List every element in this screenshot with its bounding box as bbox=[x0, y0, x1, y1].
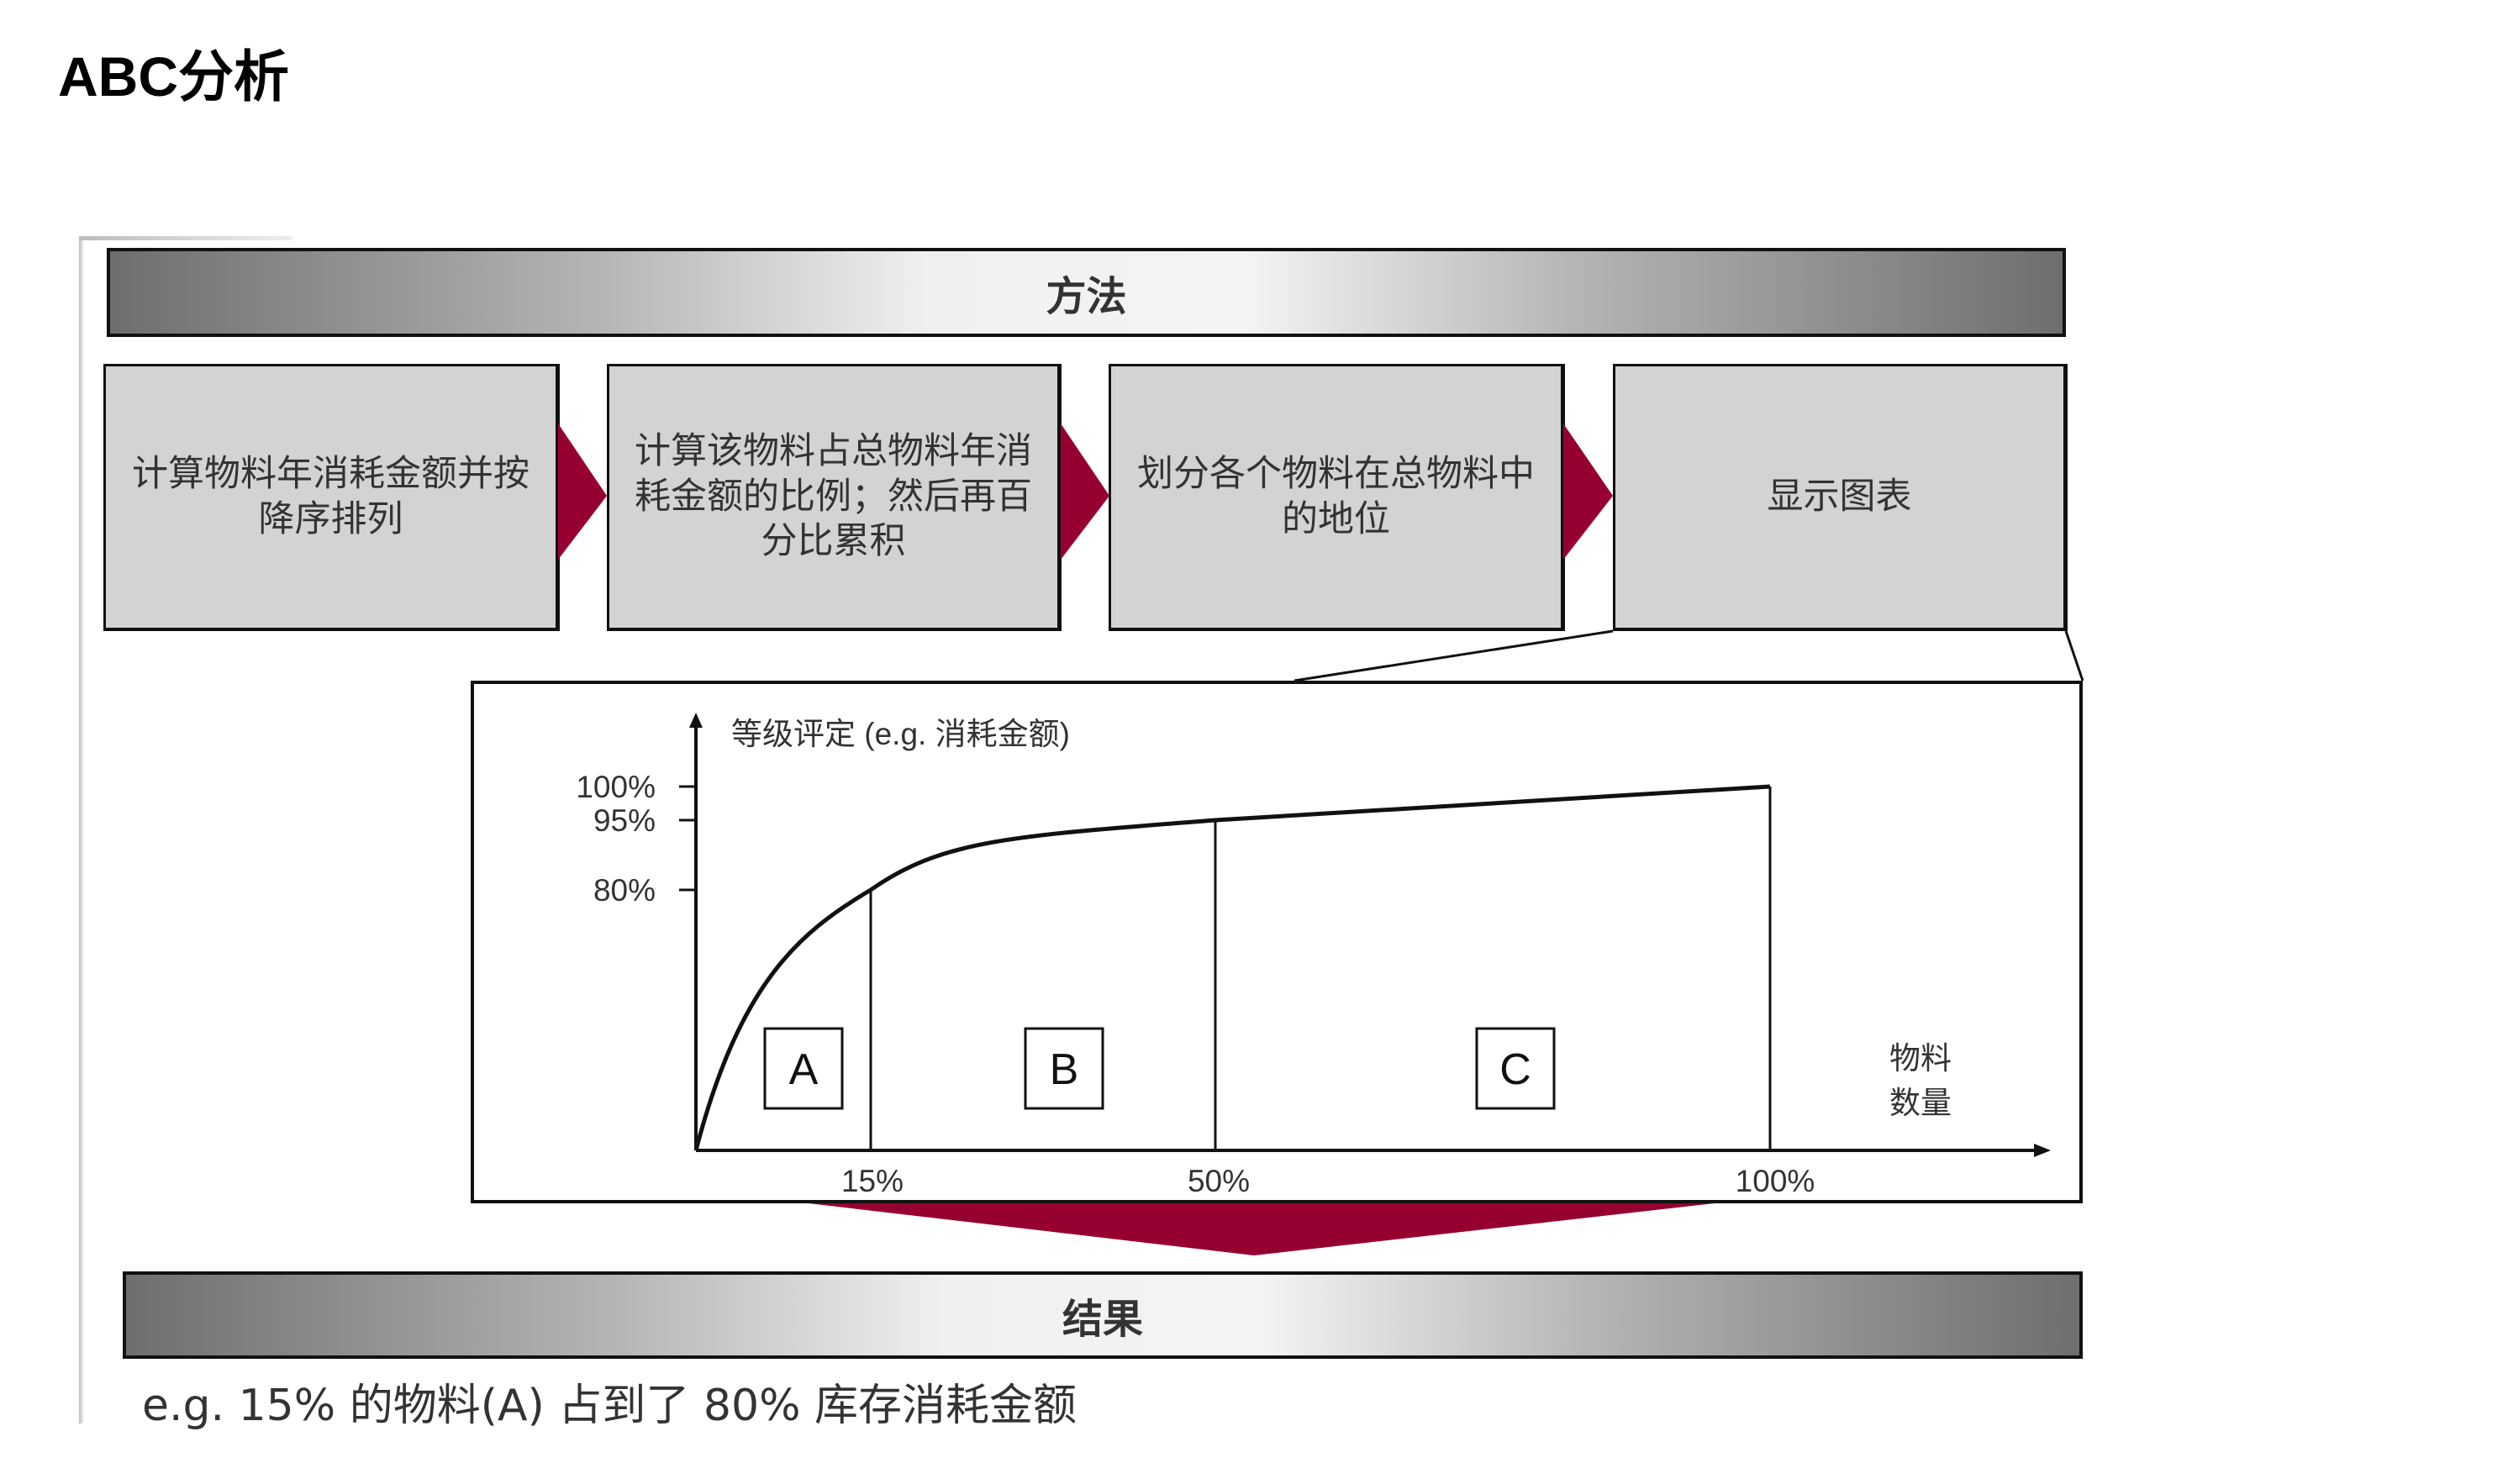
x-axis-arrow-icon bbox=[2034, 1144, 2051, 1157]
chart-panel bbox=[471, 681, 2083, 1203]
step-arrow-icon bbox=[1563, 424, 1613, 560]
step-label: 划分各个物料在总物料中的地位 bbox=[1137, 452, 1535, 540]
y-tick-label: 100% bbox=[576, 770, 656, 804]
x-axis-title-line2: 数量 bbox=[1889, 1086, 1952, 1120]
step-label: 计算物料年消耗金额并按降序排列 bbox=[132, 452, 530, 540]
step-arrow-icon bbox=[1061, 424, 1109, 560]
x-axis-title-line1: 物料 bbox=[1889, 1041, 1952, 1076]
class-box bbox=[1475, 1027, 1556, 1110]
step-box: 划分各个物料在总物料中的地位 bbox=[1109, 364, 1565, 631]
result-header-bar: 结果 bbox=[123, 1271, 2083, 1359]
step-label: 计算该物料占总物料年消耗金额的比例；然后再百分比累积 bbox=[635, 429, 1032, 563]
step-label: 显示图表 bbox=[1767, 475, 1912, 518]
class-box bbox=[763, 1027, 844, 1110]
cumulative-curve bbox=[693, 784, 1771, 1151]
frame-divider-top bbox=[79, 236, 292, 240]
zoom-connector bbox=[2064, 630, 2084, 681]
x-tick-label: 15% bbox=[841, 1164, 904, 1198]
class-label: A bbox=[789, 1045, 819, 1094]
step-box: 计算物料年消耗金额并按降序排列 bbox=[103, 364, 560, 631]
page-title: ABC分析 bbox=[58, 45, 289, 108]
x-tick-label: 50% bbox=[1188, 1164, 1250, 1198]
method-header-bar: 方法 bbox=[107, 248, 2066, 337]
y-tick-label: 80% bbox=[593, 873, 656, 908]
y-axis-title: 等级评定 (e.g. 消耗金额) bbox=[731, 717, 1070, 751]
step-arrow-icon bbox=[558, 424, 607, 560]
step-box: 显示图表 bbox=[1613, 364, 2068, 631]
frame-divider bbox=[79, 238, 83, 1423]
class-label: B bbox=[1050, 1045, 1079, 1094]
class-box bbox=[1024, 1027, 1104, 1110]
y-tick-label: 95% bbox=[593, 803, 656, 838]
y-axis-arrow-icon bbox=[689, 713, 703, 728]
result-example-text: e.g. 15% 的物料(A) 占到了 80% 库存消耗金额 bbox=[142, 1381, 1077, 1431]
step-box: 计算该物料占总物料年消耗金额的比例；然后再百分比累积 bbox=[607, 364, 1062, 631]
x-tick-label: 100% bbox=[1736, 1164, 1815, 1198]
class-label: C bbox=[1499, 1045, 1531, 1094]
result-down-arrow-icon bbox=[809, 1203, 1715, 1255]
zoom-connector bbox=[1294, 629, 1614, 682]
